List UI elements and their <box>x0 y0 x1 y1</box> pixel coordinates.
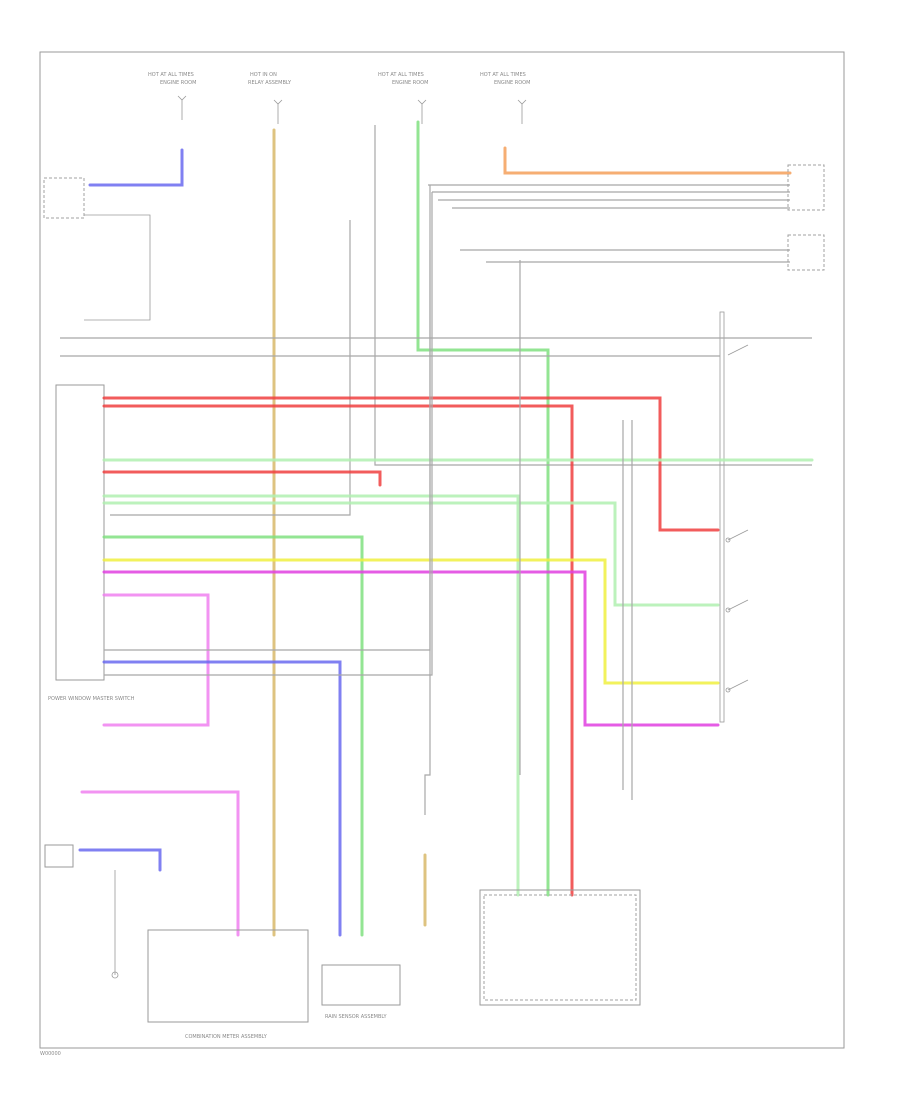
wire-blue-top <box>88 148 184 187</box>
wire-green-vertical <box>416 120 550 897</box>
wire-green-2 <box>102 535 364 937</box>
wire-pink-2 <box>80 790 240 937</box>
fuse-symbols <box>177 95 527 124</box>
gray-harness-top <box>110 125 812 516</box>
power-window-switch-label: POWER WINDOW MASTER SWITCH <box>48 696 135 702</box>
lower-right-assembly-box <box>479 889 641 1006</box>
svg-text:HOT AT ALL TIMES: HOT AT ALL TIMES <box>480 72 526 78</box>
power-window-switch-connector <box>55 384 105 681</box>
svg-text:HOT AT ALL TIMES: HOT AT ALL TIMES <box>148 72 194 78</box>
wire-yellow <box>102 558 720 685</box>
svg-text:ENGINE ROOM: ENGINE ROOM <box>494 80 530 86</box>
fuse-label-2: HOT IN ON RELAY ASSEMBLY <box>248 72 292 86</box>
fuse-label-4: HOT AT ALL TIMES ENGINE ROOM <box>480 72 530 86</box>
svg-text:RELAY ASSEMBLY: RELAY ASSEMBLY <box>248 80 292 86</box>
svg-text:HOT IN ON: HOT IN ON <box>250 72 277 78</box>
wire-lightgreen-2 <box>102 494 520 897</box>
rain-sensor-box <box>321 964 401 1006</box>
wire-blue-short <box>78 848 162 872</box>
combination-meter-box <box>147 929 309 1023</box>
wire-red-2 <box>102 404 574 897</box>
gray-harness-lower <box>104 185 633 815</box>
svg-text:ENGINE ROOM: ENGINE ROOM <box>160 80 196 86</box>
wire-orange-top <box>503 146 792 175</box>
left-lower-connector <box>44 844 74 868</box>
right-connectors <box>719 164 825 723</box>
wire-red-1 <box>102 396 720 532</box>
rain-sensor-label: RAIN SENSOR ASSEMBLY <box>325 1014 388 1020</box>
combination-meter-label: COMBINATION METER ASSEMBLY <box>185 1034 268 1040</box>
wire-red-3 <box>102 470 382 487</box>
right-switches <box>725 344 749 693</box>
footer-code: W00000 <box>40 1051 61 1057</box>
fuse-label-1: HOT AT ALL TIMES ENGINE ROOM <box>148 72 196 86</box>
left-switch-block <box>43 177 812 357</box>
svg-text:HOT AT ALL TIMES: HOT AT ALL TIMES <box>378 72 424 78</box>
diagram-border <box>39 51 845 1049</box>
fuse-label-3: HOT AT ALL TIMES ENGINE ROOM <box>378 72 428 86</box>
svg-text:ENGINE ROOM: ENGINE ROOM <box>392 80 428 86</box>
wire-magenta <box>102 570 720 727</box>
wire-lightgreen-3 <box>102 501 720 607</box>
wire-pink-1 <box>102 593 210 727</box>
wire-blue-lower <box>102 660 342 937</box>
